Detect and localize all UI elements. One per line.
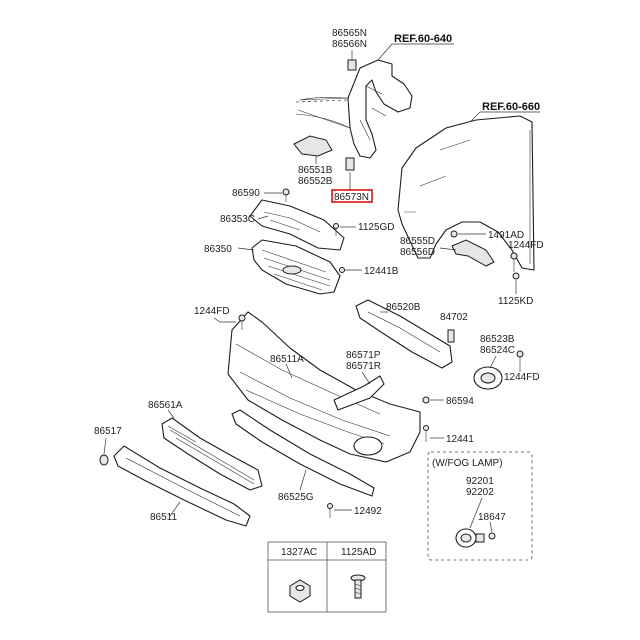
body-outline bbox=[295, 97, 351, 129]
screw-1125GD bbox=[333, 223, 339, 236]
label-86524C: 86524C bbox=[480, 345, 515, 356]
legend-col-1327AC: 1327AC bbox=[281, 547, 317, 558]
label-86571P: 86571P bbox=[346, 350, 381, 361]
bolt-1244FD-a bbox=[510, 252, 518, 272]
fog-lamp-92201 bbox=[455, 528, 485, 548]
label-86511: 86511 bbox=[150, 512, 178, 523]
screw-1125KD bbox=[512, 272, 520, 280]
front-fender bbox=[397, 115, 535, 271]
screw-1125AD-icon bbox=[350, 574, 366, 599]
label-12441: 12441 bbox=[446, 434, 474, 445]
screw-12441B bbox=[339, 267, 345, 273]
label-86594: 86594 bbox=[446, 396, 474, 407]
fog-lamp-bezel-86523B bbox=[473, 366, 503, 390]
lip-86525G bbox=[231, 409, 375, 497]
screw-12441 bbox=[423, 425, 429, 442]
label-86525G: 86525G bbox=[278, 492, 314, 503]
label-86571R: 86571R bbox=[346, 361, 381, 372]
label-84702: 84702 bbox=[440, 312, 468, 323]
label-92202: 92202 bbox=[466, 487, 494, 498]
clip-86573N bbox=[345, 157, 355, 171]
label-86523B: 86523B bbox=[480, 334, 515, 345]
fender-support-bracket bbox=[295, 59, 413, 159]
screw-1491AD bbox=[450, 230, 458, 238]
clip-86517 bbox=[99, 454, 109, 466]
bolt-86590 bbox=[282, 188, 290, 202]
bumper-absorber-86520B bbox=[355, 299, 453, 369]
label-1244FD-c: 1244FD bbox=[504, 372, 540, 383]
bracket-86551B bbox=[293, 135, 333, 157]
label-86551B: 86551B bbox=[298, 165, 333, 176]
label-1125KD: 1125KD bbox=[498, 296, 533, 307]
label-12441B: 12441B bbox=[364, 266, 399, 277]
label-12492: 12492 bbox=[354, 506, 382, 517]
screw-12492 bbox=[327, 503, 333, 518]
label-86555D: 86555D bbox=[400, 236, 435, 247]
legend-table bbox=[267, 541, 387, 613]
clip-86594 bbox=[422, 396, 430, 404]
nut-1327AC-icon bbox=[289, 579, 311, 603]
legend-col-1125AD: 1125AD bbox=[341, 547, 376, 558]
fog-lamp-title: (W/FOG LAMP) bbox=[432, 458, 503, 469]
lower-grille-86561A bbox=[161, 417, 263, 491]
fog-lamp-box bbox=[427, 451, 533, 561]
label-86590: 86590 bbox=[232, 188, 260, 199]
label-92201: 92201 bbox=[466, 476, 494, 487]
bulb-18647 bbox=[488, 532, 496, 540]
clip-86565N bbox=[347, 59, 357, 71]
lower-frame-86511 bbox=[113, 445, 251, 527]
label-1125GD: 1125GD bbox=[358, 222, 395, 233]
ref-fender: REF.60-660 bbox=[482, 101, 540, 113]
garnish-86571P bbox=[333, 375, 385, 411]
upper-cover-86353C bbox=[249, 199, 345, 251]
label-18647: 18647 bbox=[478, 512, 506, 523]
label-86350: 86350 bbox=[204, 244, 232, 255]
label-86566N: 86566N bbox=[332, 39, 367, 50]
label-1491AD: 1491AD bbox=[488, 230, 524, 241]
highlight-86573N bbox=[331, 189, 373, 203]
radiator-grille-86350 bbox=[251, 239, 341, 295]
label-86552B: 86552B bbox=[298, 176, 333, 187]
bolt-1244FD-b bbox=[238, 314, 246, 330]
ref-fender-support: REF.60-640 bbox=[394, 33, 452, 45]
bumper-cover-86511A bbox=[227, 311, 421, 463]
label-86565N: 86565N bbox=[332, 28, 367, 39]
bolt-1244FD-c bbox=[516, 350, 524, 372]
label-86573N: 86573N bbox=[334, 192, 369, 203]
label-86517: 86517 bbox=[94, 426, 122, 437]
label-1244FD-a: 1244FD bbox=[508, 240, 544, 251]
label-86520B: 86520B bbox=[386, 302, 421, 313]
part-84702 bbox=[447, 329, 455, 343]
label-1244FD-b: 1244FD bbox=[194, 306, 230, 317]
label-86511A: 86511A bbox=[270, 354, 304, 365]
label-86561A: 86561A bbox=[148, 400, 183, 411]
bracket-86555D bbox=[451, 239, 495, 267]
label-86556D: 86556D bbox=[400, 247, 435, 258]
label-86353C: 86353C bbox=[220, 214, 255, 225]
